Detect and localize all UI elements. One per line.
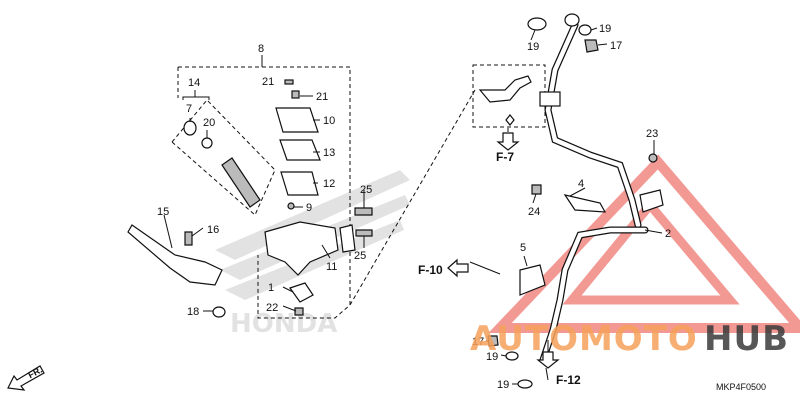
master-cylinder-body-icon xyxy=(264,221,339,276)
diagram-code: MKP4F0500 xyxy=(716,382,766,392)
callout-10: 10 xyxy=(323,115,335,127)
callout-18: 18 xyxy=(187,306,199,318)
bolt-shaft-icon xyxy=(469,261,501,275)
callout-11: 11 xyxy=(326,261,337,273)
callout-16: 16 xyxy=(207,224,219,236)
callout-8: 8 xyxy=(258,43,264,55)
piston-icon xyxy=(221,157,261,208)
f7-reference-box xyxy=(472,64,546,128)
callout-19: 19 xyxy=(599,23,611,35)
callout-21: 21 xyxy=(262,76,274,88)
screw-icon xyxy=(291,90,300,99)
holder-bolt-icon xyxy=(355,229,373,237)
brake-lever-icon xyxy=(127,224,223,286)
ref-f7: F-7 xyxy=(496,150,514,164)
diaphragm-icon xyxy=(280,171,319,196)
callout-22: 22 xyxy=(266,302,278,314)
callout-4: 4 xyxy=(578,178,584,190)
switch-screw-icon xyxy=(294,307,304,316)
hose-bracket-icon xyxy=(639,189,664,213)
reservoir-cap-icon xyxy=(275,107,319,133)
boot-icon xyxy=(183,120,197,136)
callout-15: 15 xyxy=(157,206,169,218)
screw-icon xyxy=(284,79,294,85)
ref-f12: F-12 xyxy=(556,373,581,387)
callout-7: 7 xyxy=(186,103,192,115)
callout-20: 20 xyxy=(203,117,215,129)
callout-24: 24 xyxy=(528,206,540,218)
callout-23: 23 xyxy=(646,128,658,140)
brake-switch-icon xyxy=(289,282,314,303)
arrow-down-icon xyxy=(496,132,520,151)
callout-19: 19 xyxy=(527,41,539,53)
watermark-brand-right: HUB xyxy=(704,319,789,359)
master-cylinder-group-box xyxy=(177,55,351,319)
watermark-brand-left: AUTOMOTO xyxy=(470,319,698,359)
diaphragm-plate-icon xyxy=(279,139,321,161)
callout-5: 5 xyxy=(520,242,526,254)
master-cylinder-holder-icon xyxy=(339,224,356,253)
banjo-fitting-icon xyxy=(564,13,580,27)
callout-13: 13 xyxy=(323,147,335,159)
callout-2: 2 xyxy=(665,228,671,240)
nut-icon xyxy=(212,306,226,318)
piston-kit-box xyxy=(171,90,276,216)
callout-21: 21 xyxy=(316,91,328,103)
bolt-icon xyxy=(531,184,542,195)
sealing-washer-icon xyxy=(517,379,533,389)
banjo-bolt-icon xyxy=(584,39,599,53)
sealing-washer-icon xyxy=(527,17,547,31)
arrow-down-icon xyxy=(536,351,560,369)
callout-19: 19 xyxy=(497,379,509,391)
callout-9: 9 xyxy=(306,202,312,214)
hose-joint-icon xyxy=(539,91,561,107)
holder-bolt-icon xyxy=(354,207,373,216)
callout-17: 17 xyxy=(472,336,484,348)
callout-1: 1 xyxy=(268,282,274,294)
pivot-bolt-icon xyxy=(184,231,193,246)
honda-logo-text: HONDA xyxy=(230,309,337,339)
watermark-triangle-icon xyxy=(488,154,800,333)
bolt-icon xyxy=(505,114,515,126)
ref-f10: F-10 xyxy=(418,263,443,277)
bracket-part-icon xyxy=(478,75,532,103)
sealing-washer-icon xyxy=(578,24,592,36)
front-direction-arrow-icon: FR. xyxy=(7,365,45,391)
callout-25: 25 xyxy=(360,184,372,196)
callout-25: 25 xyxy=(354,250,366,262)
hose-guide-icon xyxy=(519,264,546,296)
bolt-icon xyxy=(648,153,658,163)
leader-lines xyxy=(163,27,663,385)
callout-17: 17 xyxy=(610,40,622,52)
float-icon xyxy=(287,202,295,210)
circlip-icon xyxy=(201,137,213,149)
callout-14: 14 xyxy=(188,77,200,89)
banjo-bolt-icon xyxy=(487,335,499,347)
hose-clamp-icon xyxy=(563,194,607,213)
arrow-left-icon xyxy=(447,258,469,278)
callout-12: 12 xyxy=(323,178,335,190)
callout-19: 19 xyxy=(486,351,498,363)
